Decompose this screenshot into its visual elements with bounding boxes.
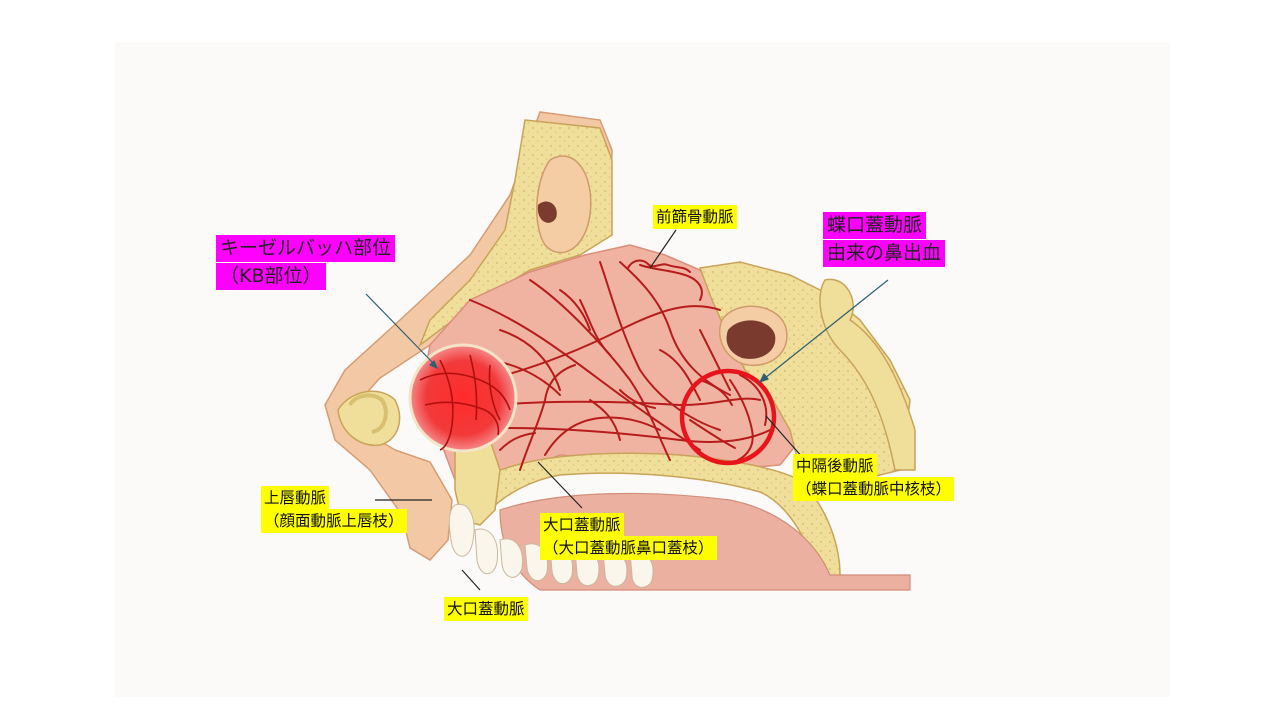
posterior-septal-artery-label-line1: 中隔後動脈 [793, 454, 877, 478]
frontal-sinus-hole [537, 201, 557, 223]
septal-vessels [439, 259, 771, 471]
sphenopalatine-bleed-label-line2: 由来の鼻出血 [823, 240, 946, 267]
superior-labial-artery-label-line1: 上唇動脈 [261, 486, 330, 510]
greater-palatine-branch-label-line2: （大口蓋動脈鼻口蓋枝） [540, 536, 717, 560]
frontal-sinus [536, 155, 592, 254]
posterior-septal-artery-label-line2: （蝶口蓋動脈中核枝） [793, 477, 955, 501]
pointer-lines [375, 229, 804, 591]
kb-site-label-line2: （KB部位） [216, 263, 326, 290]
kb-site-plexus [408, 343, 518, 453]
hard-palate-texture [480, 453, 840, 580]
vestibule-line [348, 393, 388, 434]
greater-palatine-branch-label-line1: 大口蓋動脈 [540, 513, 624, 537]
anterior-ethmoidal-artery-label: 前篩骨動脈 [653, 205, 737, 229]
sphenopalatine-bleed-circle [679, 368, 777, 466]
sphenoid-sinus-hole [726, 320, 776, 359]
teeth [448, 503, 654, 588]
greater-palatine-artery-label: 大口蓋動脈 [444, 597, 528, 621]
pharynx-wall [819, 278, 916, 471]
kb-plexus-vessels [419, 354, 511, 451]
kb-site-label-line1: キーゼルバッハ部位 [216, 235, 396, 262]
premaxilla [454, 439, 501, 526]
sphenopalatine-bleed-label-line1: 蝶口蓋動脈 [823, 212, 927, 239]
leader-lines [365, 279, 889, 384]
superior-labial-artery-label-line2: （顔面動脈上唇枝） [261, 509, 407, 533]
